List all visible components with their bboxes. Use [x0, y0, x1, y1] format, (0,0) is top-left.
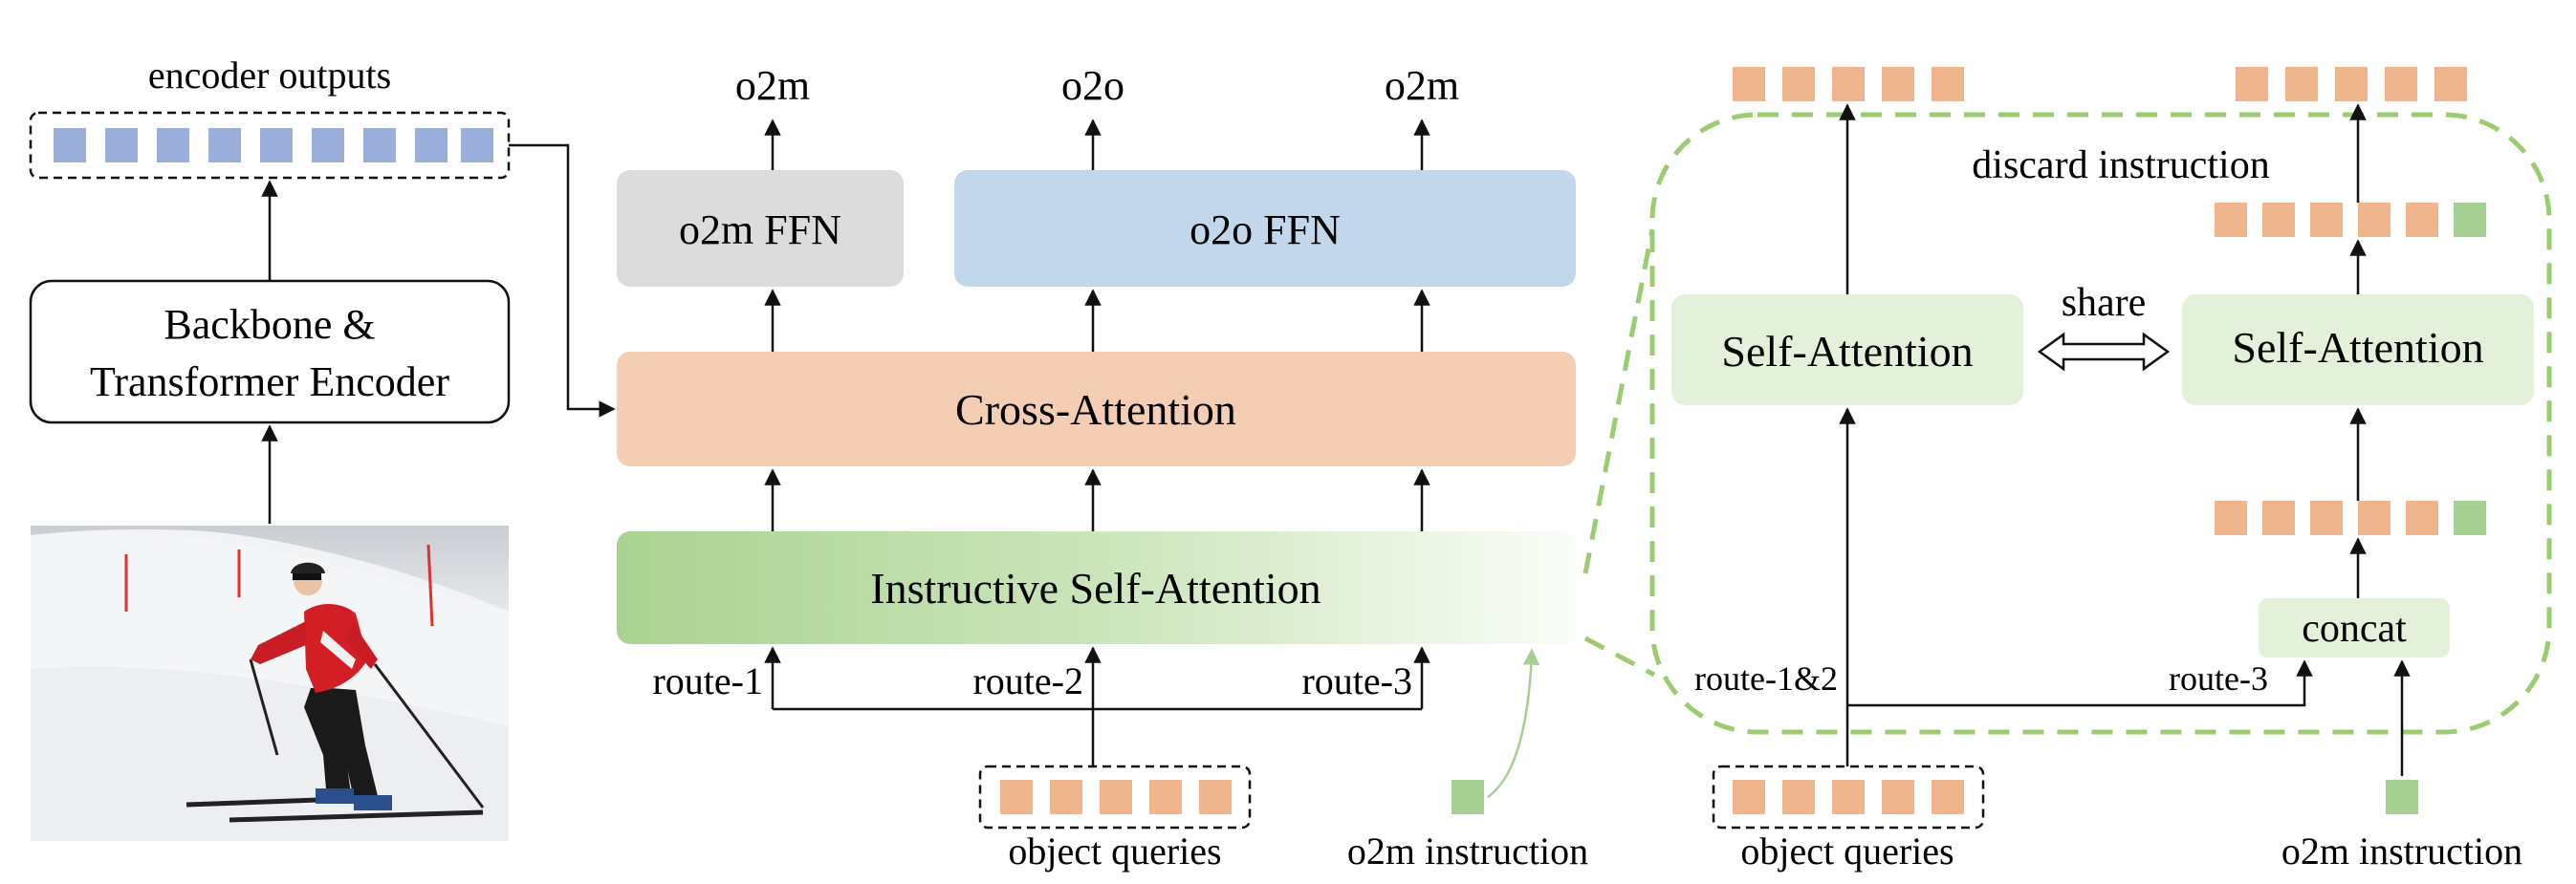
self-attention-box-right	[2182, 294, 2534, 405]
encoder-token	[54, 128, 86, 162]
query-token	[2262, 501, 2295, 535]
self-attention-box-left	[1671, 294, 2023, 405]
encoder-outputs-label: encoder outputs	[148, 54, 391, 97]
object-queries-label-right: object queries	[1740, 830, 1954, 873]
query-token	[1000, 780, 1033, 814]
query-token	[1733, 780, 1765, 814]
encoder-token	[415, 128, 448, 162]
o2o-ffn-label: o2o FFN	[1190, 206, 1341, 253]
share-label: share	[2062, 281, 2147, 325]
object-query-tokens-right	[1733, 780, 1964, 814]
output-tokens-left	[1733, 67, 1964, 101]
query-token	[1932, 780, 1964, 814]
object-queries-box-right	[1712, 765, 1985, 830]
self-attention-label-right: Self-Attention	[2232, 323, 2483, 372]
query-token	[2215, 501, 2247, 535]
o2m-instruction-token-mid	[1452, 780, 1484, 814]
object-queries-box-mid	[978, 765, 1252, 830]
concat-label: concat	[2302, 607, 2407, 651]
route-1-2-label: route-1&2	[1694, 659, 1838, 698]
cross-attention-box	[617, 352, 1576, 466]
query-token	[1782, 780, 1815, 814]
route-2-label: route-2	[972, 659, 1083, 702]
self-attention-label-left: Self-Attention	[1721, 327, 1973, 376]
query-token	[1100, 780, 1132, 814]
detail-panel-border	[1649, 112, 2552, 735]
query-token	[2406, 203, 2438, 237]
query-token	[2385, 67, 2417, 101]
connector-encoder-to-cross-attention	[509, 143, 616, 418]
route-1-label: route-1	[652, 659, 763, 702]
object-query-tokens-mid	[1000, 780, 1232, 814]
encoder-token	[312, 128, 344, 162]
query-token	[2215, 203, 2247, 237]
encoder-outputs-box	[29, 111, 511, 180]
share-double-arrow	[2037, 332, 2171, 372]
encoder-token	[208, 128, 241, 162]
query-token	[2310, 203, 2343, 237]
o2m-ffn-box	[617, 170, 904, 287]
instructive-self-attention-box	[617, 531, 1576, 644]
instruction-token	[2454, 203, 2486, 237]
instruction-token	[2454, 501, 2486, 535]
query-token	[1832, 780, 1865, 814]
encoder-token	[260, 128, 293, 162]
tokens-with-instruction-lower	[2215, 501, 2486, 535]
query-token	[2358, 203, 2390, 237]
discard-instruction-label: discard instruction	[1972, 143, 2269, 187]
o2m-instruction-label-mid: o2m instruction	[1347, 830, 1588, 873]
query-token	[2285, 67, 2318, 101]
zoom-line-bottom	[1583, 636, 1656, 678]
o2m-instruction-token-right	[2386, 780, 2418, 814]
query-token	[2236, 67, 2268, 101]
query-token	[1733, 67, 1765, 101]
query-token	[1199, 780, 1232, 814]
output-tokens-right	[2236, 67, 2467, 101]
query-token	[1149, 780, 1182, 814]
concat-box	[2259, 598, 2450, 658]
query-token	[1882, 780, 1914, 814]
query-token	[2406, 501, 2438, 535]
detail-arrows	[1839, 103, 2411, 776]
query-token	[2335, 67, 2368, 101]
output-label-o2m-right: o2m	[1385, 62, 1459, 109]
encoder-output-tokens	[54, 128, 493, 162]
backbone-label-line2: Transformer Encoder	[90, 358, 449, 405]
decoder-arrows	[764, 119, 1430, 766]
tokens-with-instruction-upper	[2215, 203, 2486, 237]
cross-attention-label: Cross-Attention	[955, 385, 1236, 434]
query-token	[2434, 67, 2467, 101]
query-token	[1782, 67, 1815, 101]
output-label-o2o: o2o	[1061, 62, 1124, 109]
o2m-instruction-label-right: o2m instruction	[2281, 830, 2522, 873]
route-3-label: route-3	[1301, 659, 1412, 702]
query-token	[1932, 67, 1964, 101]
encoder-token	[363, 128, 396, 162]
encoder-token	[157, 128, 189, 162]
query-token	[1832, 67, 1865, 101]
query-token	[2262, 203, 2295, 237]
query-token	[1050, 780, 1082, 814]
object-queries-label-mid: object queries	[1008, 830, 1221, 873]
skier-image	[31, 526, 509, 841]
route-3-right-label: route-3	[2169, 659, 2268, 698]
o2m-ffn-label: o2m FFN	[679, 206, 841, 253]
instructive-self-attention-label: Instructive Self-Attention	[870, 564, 1321, 613]
instruction-curve-arrow	[1487, 648, 1540, 799]
query-token	[2358, 501, 2390, 535]
query-token	[1882, 67, 1914, 101]
backbone-label-line1: Backbone &	[164, 301, 375, 348]
query-token	[2310, 501, 2343, 535]
o2o-ffn-box	[954, 170, 1576, 287]
zoom-line-top	[1583, 228, 1655, 574]
encoder-token	[461, 128, 493, 162]
encoder-token	[105, 128, 138, 162]
output-label-o2m-left: o2m	[735, 62, 810, 109]
